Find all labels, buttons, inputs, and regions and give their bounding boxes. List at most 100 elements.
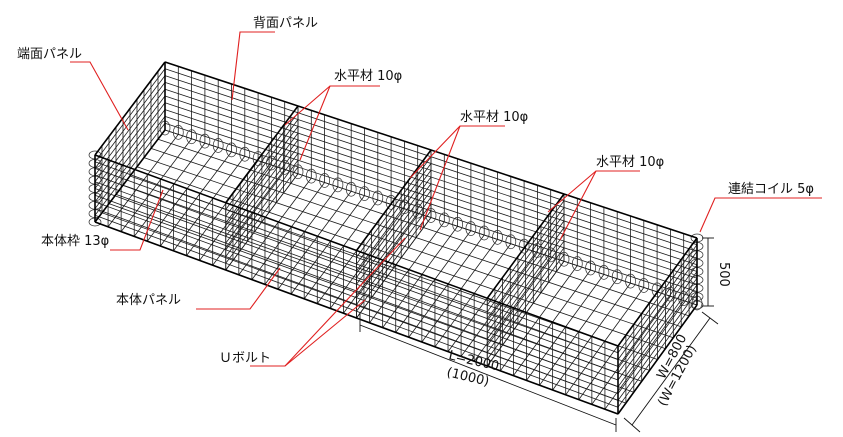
- mesh-wire: [94, 75, 166, 169]
- coil-loop: [558, 251, 570, 267]
- coil-loop: [518, 238, 530, 254]
- mesh-wire: [225, 153, 299, 251]
- back-panel-label: 背面パネル: [253, 16, 318, 31]
- mesh-wire: [356, 203, 432, 305]
- coil-loop: [651, 282, 663, 298]
- coil-loop: [598, 265, 610, 280]
- coil-loop: [399, 199, 410, 215]
- mesh-wire: [225, 132, 299, 230]
- mesh-wire: [486, 247, 565, 353]
- coil-loop: [345, 181, 357, 197]
- mesh-wire: [356, 156, 432, 258]
- coil-loop: [279, 160, 291, 175]
- partition-panel-mesh: [356, 149, 432, 319]
- right-end-panel-mesh: [617, 237, 698, 415]
- coil-loop: [571, 256, 583, 271]
- coil-loop: [545, 247, 557, 263]
- width-dim-tick: [701, 311, 719, 325]
- coil-loop: [478, 225, 490, 241]
- mesh-wire: [356, 176, 432, 278]
- coil-loop: [532, 243, 543, 258]
- wire-mesh: [94, 61, 698, 415]
- mesh-wire: [225, 119, 299, 217]
- coil-loop: [678, 291, 690, 306]
- width-dim-line: [631, 317, 711, 426]
- leader-line: [196, 267, 281, 310]
- mesh-wire: [225, 173, 299, 271]
- width-dim-tick: [623, 417, 641, 433]
- dimension-lines: [359, 237, 719, 433]
- mesh-wire: [94, 68, 166, 162]
- frame-label: 本体枠 13φ: [41, 234, 109, 249]
- coil-loop: [172, 125, 184, 140]
- frame-edge: [94, 61, 166, 156]
- mesh-wire: [486, 213, 565, 319]
- leader-line: [231, 31, 275, 101]
- mesh-wire: [225, 139, 299, 237]
- mesh-wire: [225, 146, 299, 244]
- horizontal-member: [225, 105, 299, 204]
- coil-loop: [266, 155, 277, 171]
- coil-loop: [438, 212, 450, 228]
- leader-line: [419, 125, 461, 231]
- coil-loop: [292, 164, 304, 180]
- horizontal-member: [355, 149, 432, 251]
- frame-edge: [617, 304, 698, 415]
- frame-edge: [94, 129, 166, 223]
- coil-loop: [199, 133, 211, 149]
- mesh-wire: [94, 122, 166, 216]
- mesh-wire: [356, 190, 432, 292]
- end-panel-label: 端面パネル: [17, 47, 82, 62]
- mesh-wire: [617, 291, 698, 401]
- mesh-wire: [486, 261, 565, 367]
- main-panel-label: 本体パネル: [116, 293, 181, 308]
- leader-line: [70, 61, 129, 131]
- frame-edge: [94, 221, 619, 415]
- coil-loop: [452, 216, 463, 232]
- mesh-wire: [356, 197, 432, 298]
- coil-loop: [226, 142, 237, 158]
- frame-edge: [617, 237, 698, 347]
- mesh-wire: [94, 109, 166, 203]
- mesh-wire: [356, 163, 432, 265]
- mesh-wire: [617, 298, 698, 408]
- leader-lines: [70, 31, 822, 367]
- main-frame: [94, 61, 698, 415]
- mesh-wire: [356, 210, 432, 312]
- leader-line: [559, 170, 597, 241]
- mesh-wire: [617, 251, 698, 360]
- horizontal-member: [486, 193, 565, 299]
- mesh-wire: [486, 254, 565, 360]
- coil-loop: [212, 138, 224, 153]
- mesh-wire: [617, 284, 698, 394]
- coil-loop: [186, 129, 197, 145]
- leader-line: [299, 85, 331, 161]
- coil-loop: [492, 230, 503, 245]
- coil-loop: [239, 146, 251, 162]
- coil-loop: [665, 286, 676, 302]
- mesh-wire: [356, 217, 432, 319]
- coil-loop: [625, 273, 636, 289]
- coil-label: 連結コイル 5φ: [728, 182, 814, 197]
- mesh-wire: [486, 207, 565, 313]
- coil-loop: [359, 186, 370, 201]
- horizontal-member-label-2: 水平材 10φ: [460, 110, 528, 125]
- mesh-wire: [617, 264, 698, 374]
- mesh-wire: [356, 170, 432, 271]
- partition-panel-mesh: [486, 193, 565, 367]
- length-dim-line: [359, 324, 617, 426]
- coil-loop: [385, 195, 397, 210]
- leader-line: [699, 197, 822, 233]
- leader-line: [284, 85, 380, 126]
- mesh-wire: [486, 240, 565, 346]
- leader-line: [284, 237, 406, 367]
- mesh-wire: [94, 116, 166, 209]
- leader-line: [110, 189, 164, 251]
- coil-loop: [372, 190, 384, 206]
- mesh-wire: [225, 112, 299, 210]
- coil-loop: [305, 168, 317, 184]
- coil-loop: [505, 234, 517, 250]
- mesh-wire: [486, 234, 565, 340]
- mesh-wire: [225, 159, 299, 257]
